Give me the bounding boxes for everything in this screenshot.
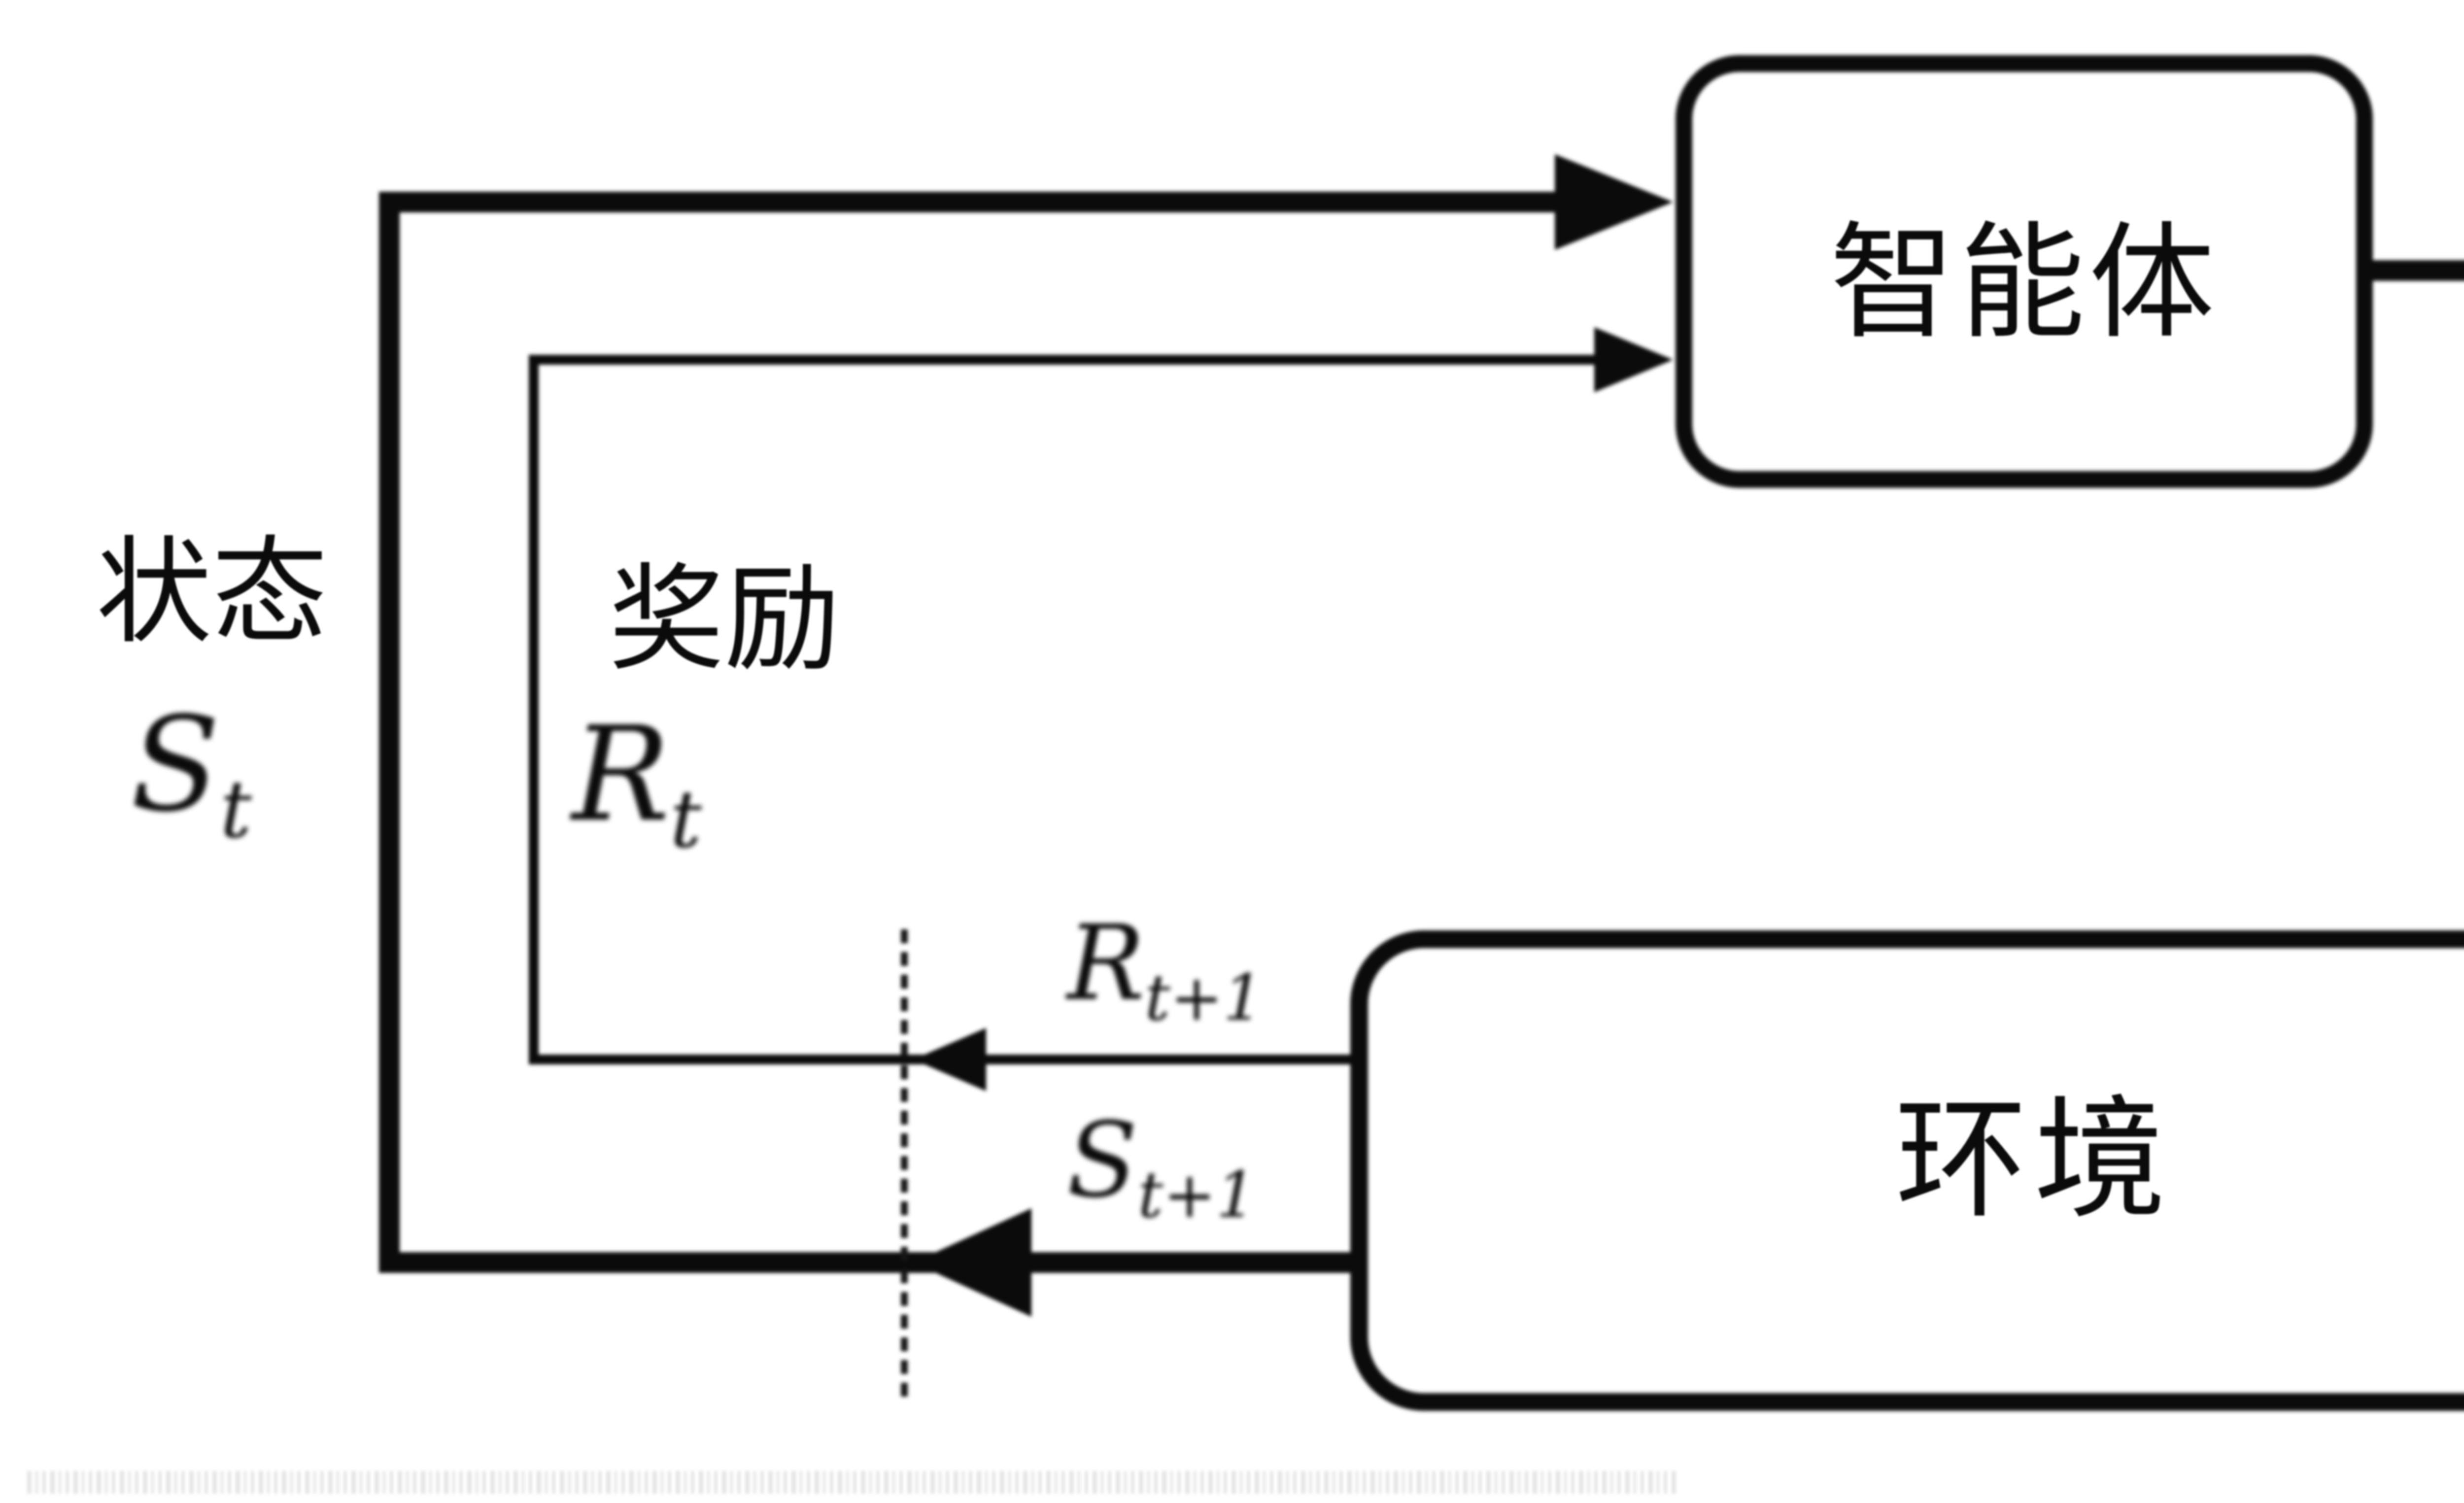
state-loop-line-left-vertical — [379, 192, 400, 1273]
next-state-symbol-base: S — [1067, 1100, 1138, 1221]
next-state-symbol-subscript: t+1 — [1137, 1159, 1256, 1232]
reward-symbol-base: R — [572, 699, 670, 851]
next-state-symbol: St+1 — [1067, 1109, 1256, 1227]
reward-symbol: Rt — [572, 710, 702, 859]
state-symbol-subscript: t — [220, 763, 252, 855]
next-reward-symbol: Rt+1 — [1067, 912, 1263, 1030]
next-reward-symbol-base: R — [1067, 903, 1145, 1024]
timestep-divider-dashed-line — [901, 929, 908, 1403]
environment-box-label: 环境 — [1350, 930, 2464, 1411]
action-line-top-horizontal — [2373, 260, 2464, 281]
faint-caption-artifact — [27, 1471, 1678, 1494]
state-arrowhead-into-agent-icon — [1555, 154, 1673, 250]
reward-arrowhead-into-agent-icon — [1594, 327, 1673, 392]
reward-word-label: 奖励 — [609, 552, 840, 687]
next-reward-symbol-subscript: t+1 — [1145, 961, 1264, 1035]
reward-loop-line-top-horizontal — [529, 355, 1602, 365]
agent-box-label: 智能体 — [1676, 55, 2373, 488]
state-symbol: St — [131, 700, 252, 849]
state-loop-line-top-horizontal — [379, 192, 1601, 212]
next-state-arrowhead-icon — [913, 1208, 1031, 1317]
agent-box — [1676, 55, 2373, 488]
environment-box-label-text: 环境 — [1895, 1083, 2173, 1237]
next-state-line-horizontal — [379, 1252, 1368, 1273]
state-symbol-base: S — [131, 689, 220, 841]
reward-symbol-subscript: t — [670, 773, 702, 865]
agent-box-label-text: 智能体 — [1829, 209, 2219, 356]
next-reward-arrowhead-icon — [913, 1028, 986, 1091]
reward-loop-line-left-vertical — [529, 355, 539, 1064]
state-word-label: 状态 — [96, 525, 328, 660]
environment-box — [1350, 930, 2464, 1411]
